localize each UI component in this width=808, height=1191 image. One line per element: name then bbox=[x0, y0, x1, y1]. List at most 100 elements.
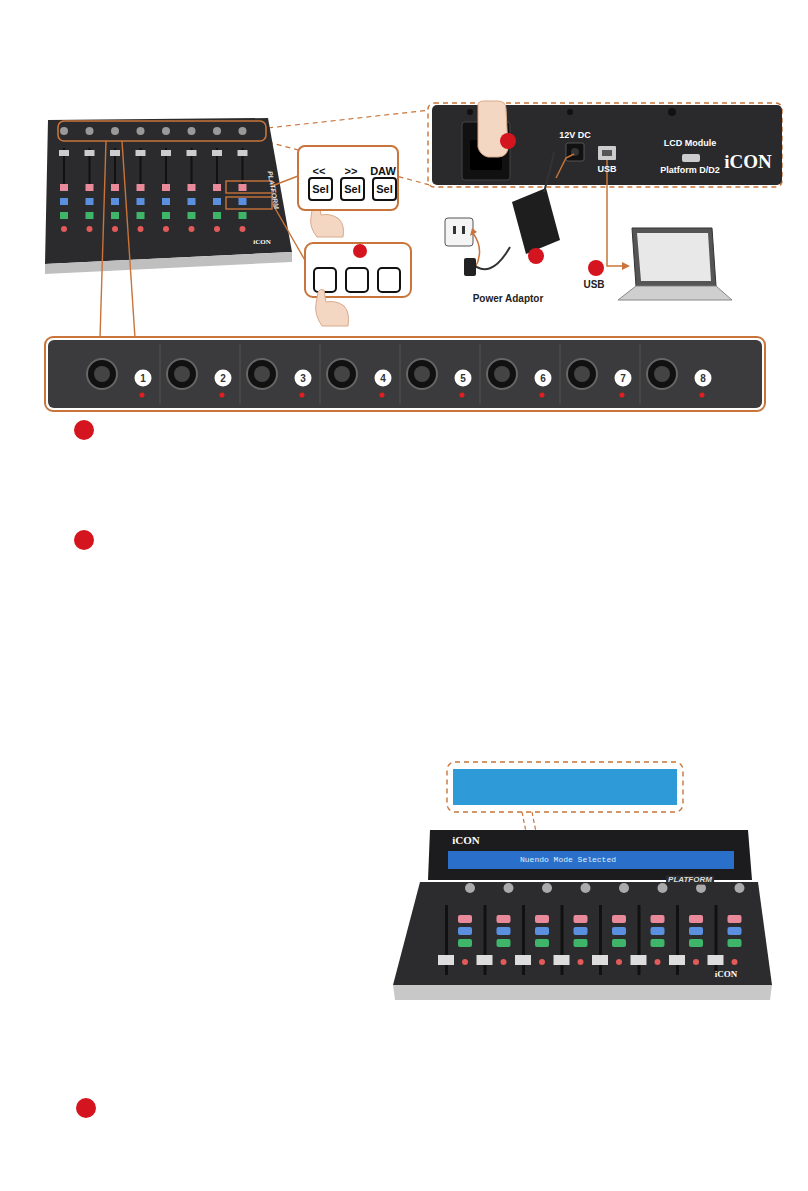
drawing-part bbox=[578, 959, 584, 965]
drawing-part bbox=[320, 344, 321, 404]
drawing-part bbox=[669, 955, 685, 965]
drawing-part bbox=[60, 198, 68, 205]
drawing-part bbox=[380, 393, 385, 398]
drawing-part bbox=[162, 212, 170, 219]
drawing-part bbox=[160, 344, 161, 404]
drawing-part bbox=[137, 184, 145, 191]
drawing-part bbox=[612, 939, 626, 947]
drawing-part bbox=[542, 883, 552, 893]
drawing-part bbox=[188, 212, 196, 219]
drawing-part bbox=[188, 198, 196, 205]
label: iCON bbox=[724, 152, 772, 173]
drawing-part bbox=[708, 955, 724, 965]
drawing-part bbox=[619, 883, 629, 893]
drawing-part bbox=[136, 150, 146, 156]
drawing-part bbox=[59, 150, 69, 156]
drawing-part bbox=[86, 212, 94, 219]
drawing-part bbox=[174, 366, 190, 382]
label: LCD Module bbox=[664, 139, 717, 149]
label: USB bbox=[583, 279, 604, 290]
button-label: Sel bbox=[376, 184, 393, 195]
drawing-part bbox=[700, 393, 705, 398]
drawing-part bbox=[327, 359, 357, 389]
drawing-part bbox=[110, 150, 120, 156]
drawing-part bbox=[239, 198, 247, 205]
drawing-part bbox=[60, 127, 68, 135]
drawing-part bbox=[213, 198, 221, 205]
sel-button: Sel bbox=[372, 177, 397, 201]
drawing-part bbox=[87, 226, 93, 232]
label: iCON bbox=[452, 834, 480, 846]
sel-button: Sel bbox=[340, 177, 365, 201]
drawing-part bbox=[480, 344, 481, 404]
drawing-part bbox=[539, 959, 545, 965]
drawing-part bbox=[616, 959, 622, 965]
drawing-part bbox=[735, 883, 745, 893]
drawing-part bbox=[85, 150, 95, 156]
drawing-part bbox=[728, 927, 742, 935]
drawing-part bbox=[574, 927, 588, 935]
drawing-part bbox=[254, 366, 270, 382]
drawing-part bbox=[612, 915, 626, 923]
label: USB bbox=[597, 165, 616, 175]
drawing-part bbox=[239, 184, 247, 191]
drawing-part bbox=[658, 883, 668, 893]
drawing-part bbox=[728, 939, 742, 947]
drawing-part bbox=[460, 393, 465, 398]
label: 7 bbox=[615, 370, 632, 387]
drawing-part bbox=[138, 226, 144, 232]
drawing-part bbox=[535, 927, 549, 935]
drawing-part bbox=[163, 226, 169, 232]
drawing-part bbox=[631, 955, 647, 965]
drawing-part bbox=[162, 127, 170, 135]
drawing-part bbox=[407, 359, 437, 389]
drawing-part bbox=[581, 883, 591, 893]
drawing-part bbox=[540, 393, 545, 398]
drawing-part bbox=[655, 959, 661, 965]
drawing-part bbox=[651, 927, 665, 935]
drawing-part bbox=[689, 927, 703, 935]
drawing-part bbox=[458, 939, 472, 947]
drawing-part bbox=[162, 198, 170, 205]
drawing-part bbox=[647, 359, 677, 389]
drawing-part bbox=[111, 198, 119, 205]
drawing-part bbox=[414, 366, 430, 382]
button-caption: >> bbox=[345, 166, 358, 177]
label: PLATFORM bbox=[666, 876, 714, 885]
button-label: Sel bbox=[344, 184, 361, 195]
drawing-part bbox=[187, 150, 197, 156]
drawing-part bbox=[592, 955, 608, 965]
label: Power Adaptor bbox=[473, 293, 544, 304]
drawing-part bbox=[654, 366, 670, 382]
drawing-part bbox=[111, 127, 119, 135]
drawing-part bbox=[651, 939, 665, 947]
label: Platform D/D2 bbox=[660, 166, 720, 176]
label: iCON bbox=[715, 970, 738, 980]
drawing-part bbox=[213, 212, 221, 219]
drawing-part bbox=[167, 359, 197, 389]
drawing-part bbox=[189, 226, 195, 232]
drawing-part bbox=[494, 366, 510, 382]
drawing-part bbox=[458, 927, 472, 935]
drawing-part bbox=[112, 226, 118, 232]
drawing-part bbox=[574, 939, 588, 947]
drawing-part bbox=[689, 939, 703, 947]
drawing-part bbox=[554, 955, 570, 965]
drawing-part bbox=[94, 366, 110, 382]
drawing-part bbox=[188, 184, 196, 191]
drawing-part bbox=[238, 150, 248, 156]
button-caption: << bbox=[313, 166, 326, 177]
drawing-part bbox=[574, 366, 590, 382]
drawing-part bbox=[239, 212, 247, 219]
sel-button: Sel bbox=[308, 177, 333, 201]
drawing-part bbox=[61, 226, 67, 232]
callout-box: <<>>DAWSelSelSel bbox=[297, 145, 399, 211]
drawing-part bbox=[240, 344, 241, 404]
drawing-part bbox=[213, 184, 221, 191]
drawing-part bbox=[247, 359, 277, 389]
drawing-part bbox=[515, 955, 531, 965]
drawing-part bbox=[640, 344, 641, 404]
drawing-part bbox=[497, 939, 511, 947]
label: 8 bbox=[695, 370, 712, 387]
